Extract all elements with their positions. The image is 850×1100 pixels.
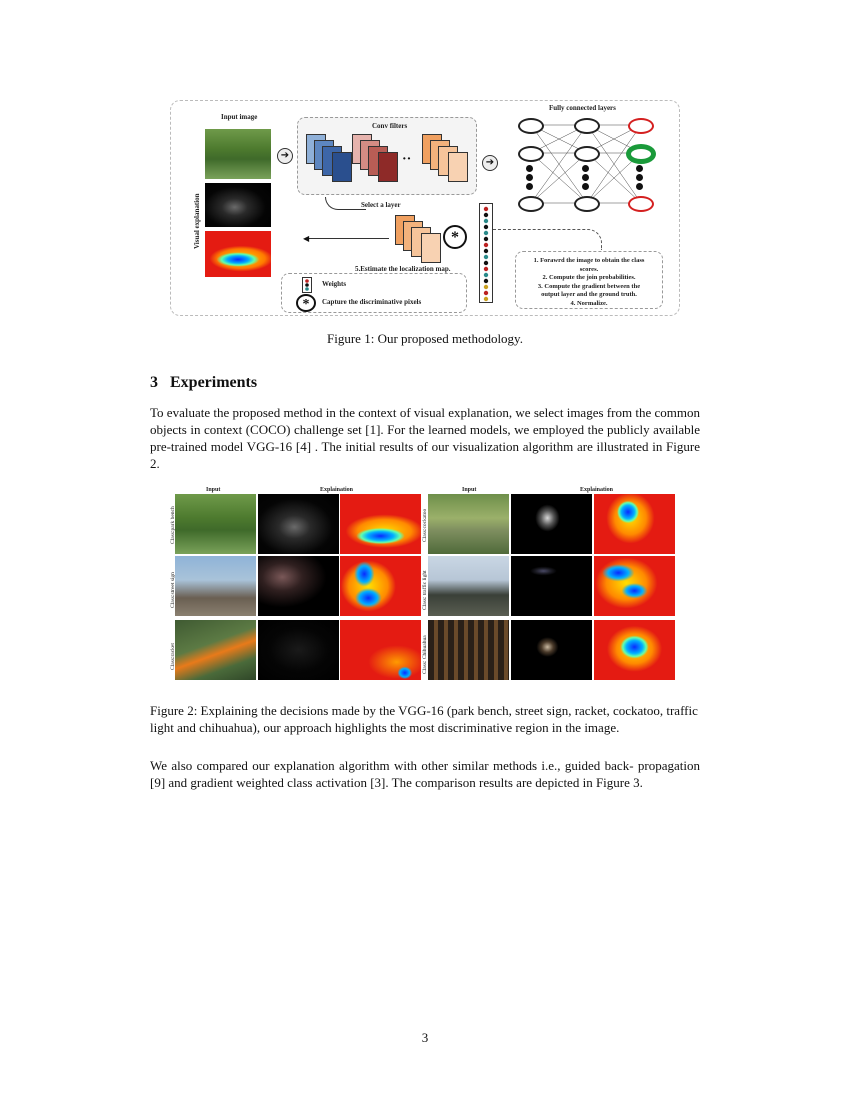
paragraph: We also compared our explanation algorit… [150,758,700,790]
estimate-label: 5.Estimate the localization map. [355,265,451,273]
heatmap [340,494,421,554]
filter [332,152,352,182]
step-line: output layer and the ground truth. [541,291,637,298]
step-line: 4. Normalize. [570,299,608,307]
legend-box: Weights * Capture the discriminative pix… [281,273,467,313]
visual-explanation-label: Visual explanation [193,193,201,249]
input-photo [175,620,256,680]
section-number: 3 [150,374,158,391]
figure-2-caption: Figure 2: Explaining the decisions made … [150,703,698,735]
weights-label: Weights [322,280,347,288]
fc-dot [582,165,589,172]
fc-dot [526,174,533,181]
input-photo [205,129,271,179]
explanation-mask [258,556,339,616]
input-photo [428,620,509,680]
section-title: Experiments [170,374,258,391]
filter [448,152,468,182]
asterisk-icon: * [296,294,316,312]
explanation-mask [258,620,339,680]
asterisk-icon: * [443,225,467,249]
heatmap [340,556,421,616]
fc-node [518,118,544,134]
select-layer-label: Select a layer [361,201,401,209]
dashed-arrow [493,229,602,250]
fc-dot [636,183,643,190]
explanation-mask [511,556,592,616]
input-photo [428,556,509,616]
fc-dot [526,183,533,190]
explanation-mask [511,494,592,554]
fc-node [518,196,544,212]
output-node-active [626,144,656,164]
step-line: scores. [579,265,599,273]
arrow-right-icon: ➔ [482,155,498,171]
step-line: 2. Compute the join probabilities. [542,274,636,281]
figure-1-caption: Figure 1: Our proposed methodology. [327,331,523,346]
input-photo [175,494,256,554]
fc-node [574,146,600,162]
heatmap [205,231,271,277]
output-node [628,196,654,212]
fc-dot [526,165,533,172]
arrow-right-icon: ➔ [277,148,293,164]
explanation-mask [258,494,339,554]
figure-1-diagram: Input image Visual explanation ➔ Conv fi… [170,100,680,316]
section-heading: 3 Experiments [150,374,257,392]
heatmap [340,620,421,680]
step-line: 3. Compute the gradient between the [537,282,641,290]
fc-dot [582,174,589,181]
heatmap [594,556,675,616]
fc-dot [636,174,643,181]
input-photo [428,494,509,554]
heatmap [594,494,675,554]
fc-dot [636,165,643,172]
input-photo [175,556,256,616]
explanation-mask [205,183,271,227]
filter [378,152,398,182]
page-number: 3 [421,1030,429,1045]
fc-node [518,146,544,162]
figure-2-grid: Input Explaination Input Explaination Cl… [170,484,678,684]
conv-filters-label: Conv filters [372,122,408,130]
weights-icon [302,277,312,293]
fc-dot [582,183,589,190]
capture-label: Capture the discriminative pixels [322,298,422,306]
arrow-left-line [307,238,389,239]
weights-column [479,203,493,303]
step-line: 1. Forawrd the image to obtain the class [533,257,645,264]
filter [421,233,441,263]
fc-node [574,196,600,212]
steps-list: 1. Forawrd the image to obtain the class… [516,252,662,308]
heatmap [594,620,675,680]
fc-node [574,118,600,134]
conv-filters-box: Conv filters ·· [297,117,477,195]
column-head-input: Input [462,487,477,493]
explanation-mask [511,620,592,680]
paragraph: To evaluate the proposed method in the c… [150,405,700,471]
column-head-input: Input [206,487,221,493]
fc-layers-label: Fully connected layers [549,104,616,112]
input-image-label: Input image [221,113,258,121]
output-node [628,118,654,134]
curve-arrow [325,197,366,210]
weights-dots [483,206,489,302]
column-head-explanation: Explaination [320,487,354,493]
column-head-explanation: Explaination [580,487,614,493]
steps-box: 1. Forawrd the image to obtain the class… [515,251,663,309]
ellipsis-icon: ·· [402,152,412,167]
arrow-left-icon: ◀ [303,234,310,243]
